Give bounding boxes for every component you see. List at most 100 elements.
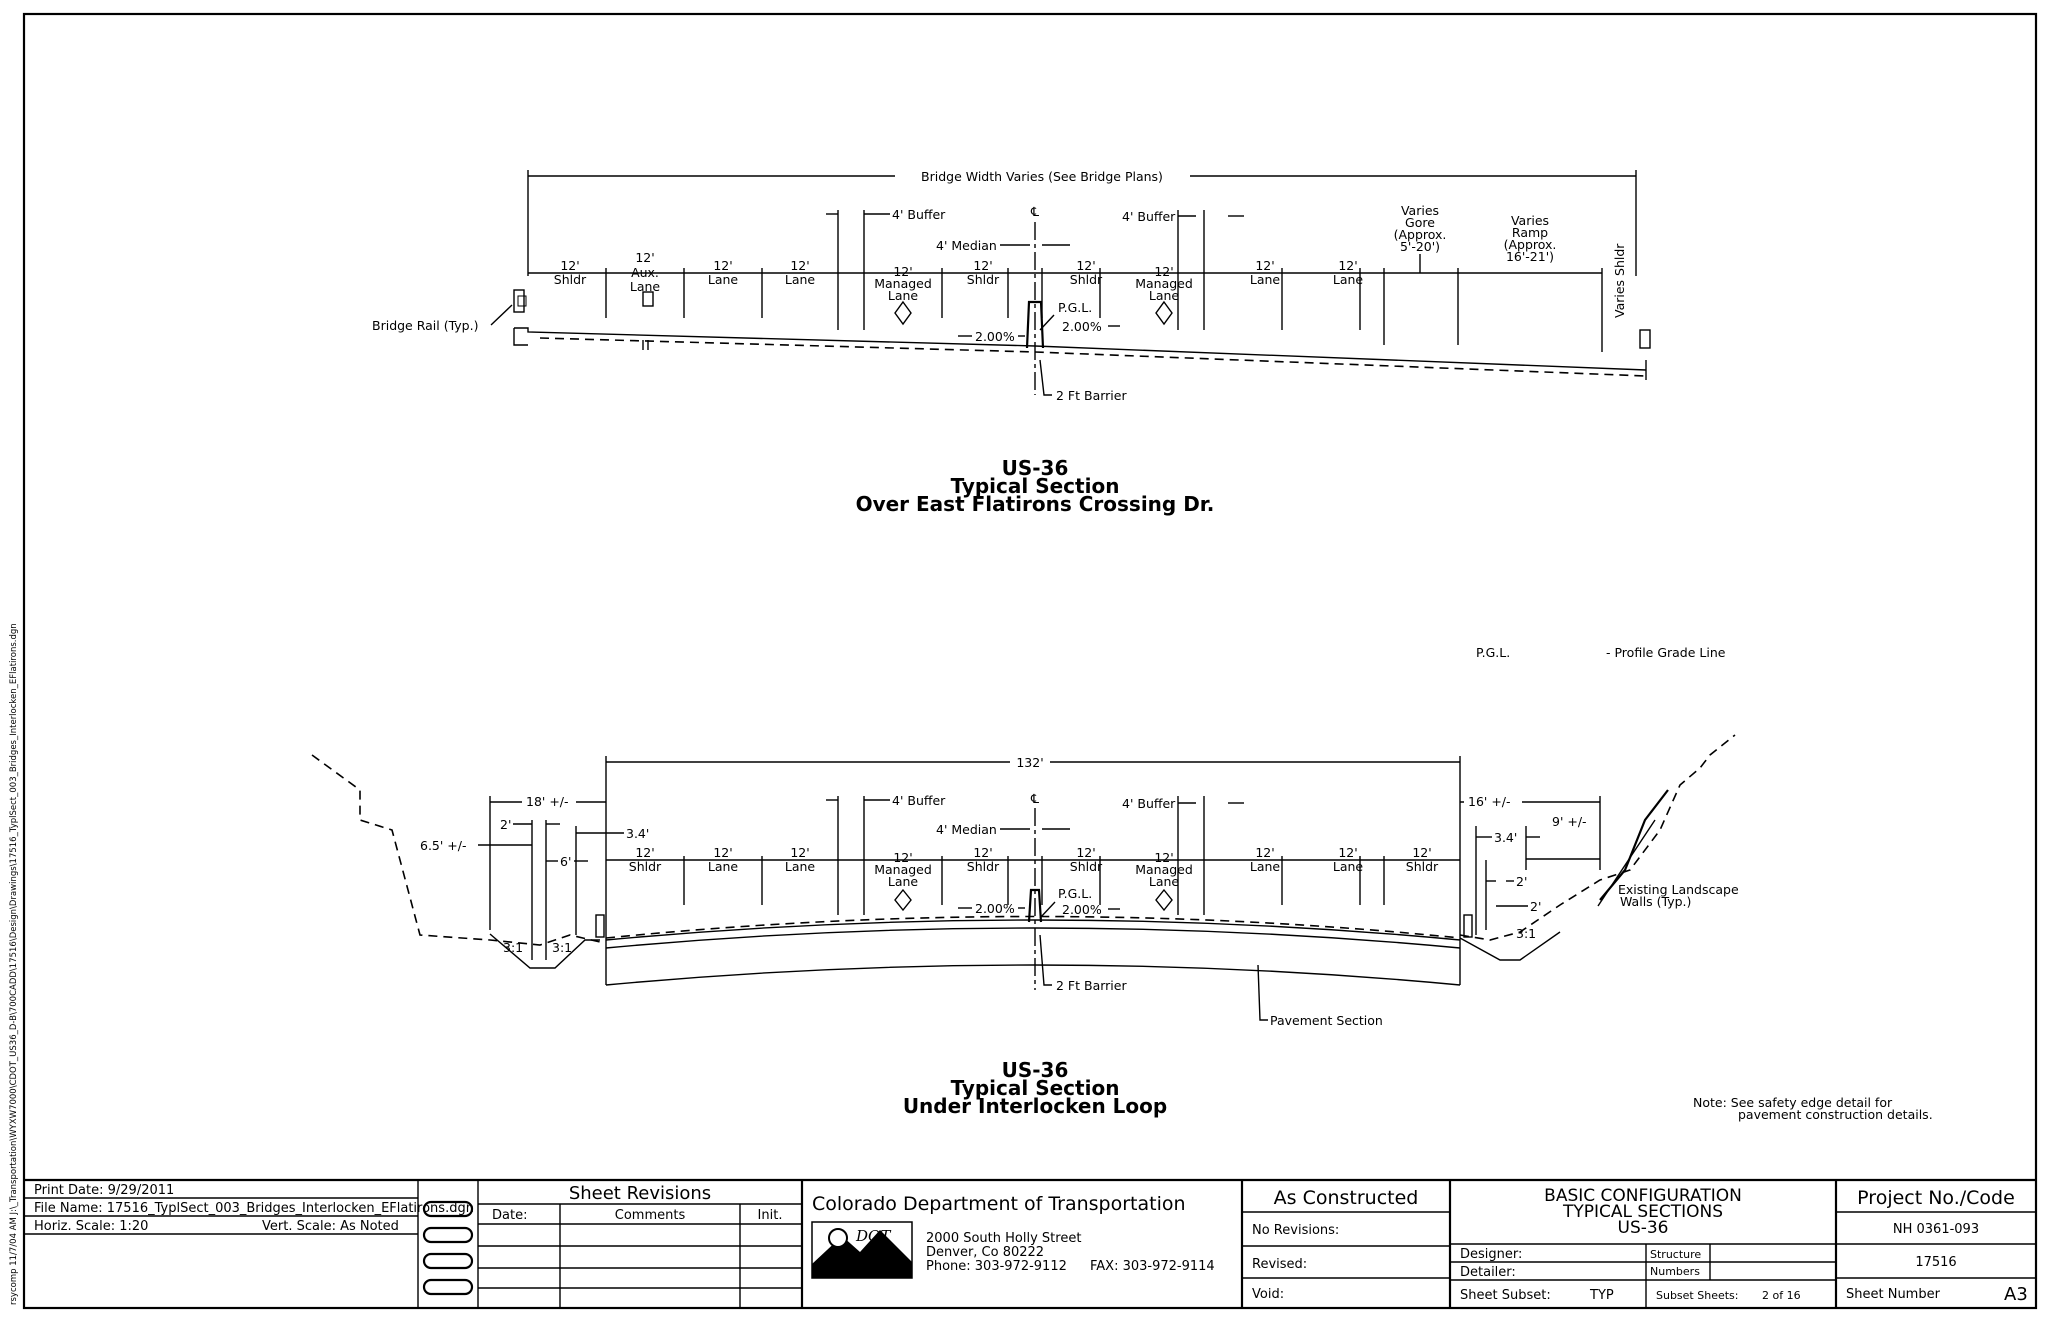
s2-lane-4-type2: Lane [888, 874, 919, 889]
note-line-2: pavement construction details. [1738, 1107, 1933, 1122]
s2-lane-4-width: 12' [893, 850, 912, 865]
sheet-title-2: TYPICAL SECTIONS [1562, 1202, 1723, 1222]
s2-right-dim-16: 16' +/- [1468, 794, 1511, 809]
s1-slope-right: 2.00% [1062, 319, 1102, 334]
s1-gore-4: 5'-20') [1400, 239, 1440, 254]
s2-median-barrier [1027, 888, 1043, 923]
col-date: Date: [492, 1208, 527, 1223]
s1-lane-9-type: Lane [1250, 272, 1281, 287]
s1-lane-10-width: 12' [1338, 258, 1357, 273]
no-revisions: No Revisions: [1252, 1223, 1339, 1238]
s1-gore-1: Varies [1401, 203, 1439, 218]
s1-ramp-3: (Approx. [1504, 237, 1557, 252]
s1-bridge-rail-left [513, 289, 525, 313]
s1-title-1: US-36 [1002, 456, 1069, 480]
s2-right-dim-3-4: 3.4' [1494, 830, 1517, 845]
s2-buffer-right: 4' Buffer [1122, 796, 1176, 811]
numbers: Numbers [1650, 1265, 1700, 1278]
s2-pavement-mid [605, 927, 1461, 949]
s1-bridge-rail-label: Bridge Rail (Typ.) [372, 318, 478, 333]
s1-lane-6-width: 12' [973, 258, 992, 273]
s2-title-1: US-36 [1002, 1058, 1069, 1082]
s1-deck-top [514, 327, 1647, 371]
s1-lane-4-width: 12' [790, 258, 809, 273]
s2-ditch-right [1459, 931, 1561, 961]
col-comments: Comments [615, 1208, 686, 1223]
s2-left-dim-6: 6' [560, 854, 571, 869]
s1-buffer-left: 4' Buffer [892, 207, 946, 222]
s2-lane-1-width: 12' [635, 845, 654, 860]
void: Void: [1252, 1287, 1284, 1302]
note-line-1: Note: See safety edge detail for [1693, 1095, 1893, 1110]
s2-terrain-right [1459, 734, 1736, 941]
s2-slope-r1: 3:1 [1516, 926, 1536, 941]
as-constructed: As Constructed [1274, 1187, 1419, 1209]
s1-lane-2-type: Aux. [631, 265, 659, 280]
s1-ramp-2: Ramp [1512, 225, 1548, 240]
address-2: Denver, Co 80222 [926, 1245, 1044, 1260]
s1-diamond-left [894, 300, 912, 326]
s2-pavement-top [605, 919, 1461, 941]
s1-deck-bottom [539, 337, 1647, 377]
s1-gore-2: Gore [1405, 215, 1435, 230]
revisions-title: Sheet Revisions [569, 1183, 711, 1204]
phone: Phone: 303-972-9112 [926, 1259, 1067, 1274]
s2-lane-7-type: Managed [1135, 862, 1193, 877]
s2-walls-label-2: Walls (Typ.) [1620, 894, 1691, 909]
s2-lane-1-type: Shldr [629, 859, 662, 874]
project-code-label: Project No./Code [1857, 1187, 2015, 1209]
s2-slope-left: 2.00% [975, 901, 1015, 916]
s2-left-dim-2: 2' [500, 817, 511, 832]
s2-title-3: Under Interlocken Loop [903, 1094, 1167, 1118]
legend-def: - Profile Grade Line [1606, 645, 1726, 660]
s2-lane-5-width: 12' [973, 845, 992, 860]
s1-median-barrier [1025, 300, 1045, 349]
s1-diamond-right [1155, 300, 1173, 326]
s1-bridge-rail-right [1639, 329, 1651, 349]
s1-lane-8-width: 12' [1154, 264, 1173, 279]
s1-barrier-label: 2 Ft Barrier [1056, 388, 1127, 403]
s1-lane-10-type: Lane [1333, 272, 1364, 287]
sheet-border [22, 12, 2038, 1310]
s1-lane-3-type: Lane [708, 272, 739, 287]
s2-lane-4-type: Managed [874, 862, 932, 877]
s2-overall-dim: 132' [1016, 755, 1043, 770]
s2-right-dim-2a: 2' [1516, 874, 1527, 889]
s1-pgl: P.G.L. [1058, 300, 1092, 315]
s1-lane-5-type2: Lane [888, 288, 919, 303]
s1-lane-5-width: 12' [893, 264, 912, 279]
revision-symbol-2 [422, 1226, 474, 1244]
s2-median: 4' Median [936, 822, 997, 837]
agency-name: Colorado Department of Transportation [812, 1193, 1186, 1215]
horiz-scale: Horiz. Scale: 1:20 [34, 1219, 148, 1234]
section-2-underpass: 132' [311, 734, 1739, 1118]
s2-lane-2-width: 12' [713, 845, 732, 860]
sheet-number-label: Sheet Number [1846, 1287, 1941, 1302]
s2-lane-7-width: 12' [1154, 850, 1173, 865]
s2-left-dim-6-5: 6.5' +/- [420, 838, 466, 853]
revision-symbol-1 [422, 1200, 474, 1218]
side-file-path: rsycomp 11/7/04 AM J:\_Transportation\WY… [9, 623, 19, 1305]
s2-slope-right: 2.00% [1062, 902, 1102, 917]
subset-sheets-value: 2 of 16 [1762, 1289, 1801, 1302]
s2-lane-8-type: Lane [1250, 859, 1281, 874]
sheet-number-value: A3 [2004, 1284, 2028, 1305]
s2-lane-8-width: 12' [1255, 845, 1274, 860]
vert-scale: Vert. Scale: As Noted [262, 1219, 399, 1234]
s1-centerline-symbol: ℄ [1030, 204, 1039, 219]
cdot-logo-text: DOT [855, 1227, 891, 1245]
s2-right-dim-9: 9' +/- [1552, 814, 1587, 829]
s1-title-2: Typical Section [951, 474, 1120, 498]
revision-symbol-3 [422, 1252, 474, 1270]
sheet-subset-value: TYP [1589, 1288, 1614, 1303]
s1-lane-6-type: Shldr [967, 272, 1000, 287]
revision-symbol-4 [422, 1278, 474, 1296]
s2-lane-10-width: 12' [1412, 845, 1431, 860]
section-1-bridge: Bridge Width Varies (See Bridge Plans) 1… [372, 166, 1651, 516]
s1-buffer-right: 4' Buffer [1122, 209, 1176, 224]
s2-lane-3-width: 12' [790, 845, 809, 860]
s2-left-dim-3-4: 3.4' [626, 826, 649, 841]
file-name: File Name: 17516_TyplSect_003_Bridges_In… [34, 1201, 474, 1216]
s2-diamond-right [1155, 888, 1173, 912]
